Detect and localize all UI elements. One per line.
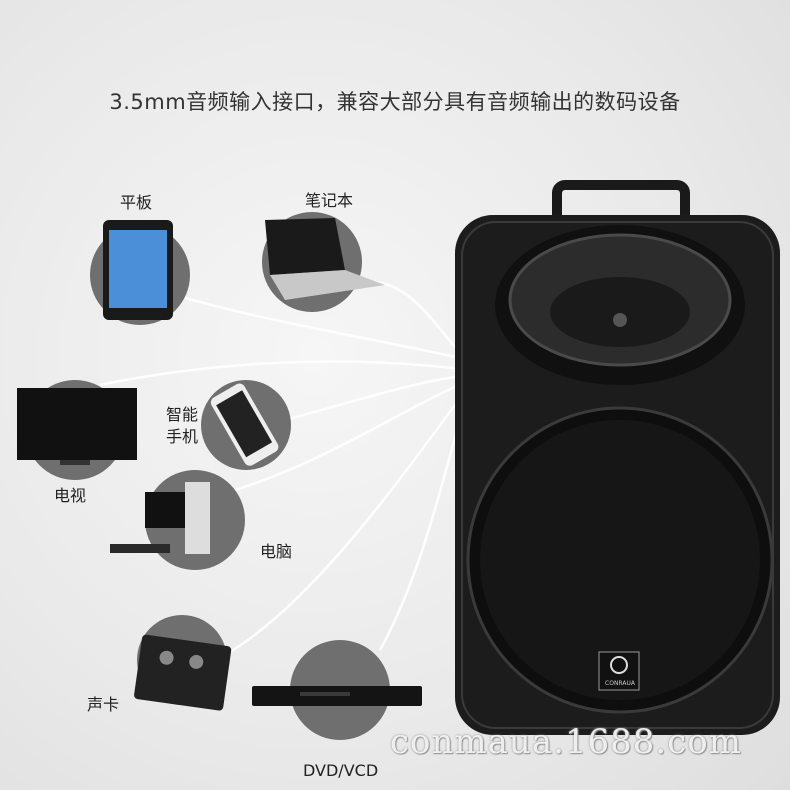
speaker (455, 180, 780, 735)
smartphone-icon (201, 380, 291, 470)
label-tv: 电视 (54, 486, 87, 505)
sound-card-icon (134, 615, 232, 711)
watermark: conmaua.1688.com (390, 722, 742, 762)
label-dvd: DVD/VCD (303, 761, 379, 780)
headline: 3.5mm音频输入接口，兼容大部分具有音频输出的数码设备 (109, 90, 681, 114)
laptop-icon (262, 212, 385, 312)
label-sound-card: 声卡 (87, 695, 120, 714)
label-tablet: 平板 (120, 193, 153, 212)
dvd-player-icon (252, 640, 422, 740)
desktop-computer-icon (110, 470, 245, 570)
tv-icon (17, 380, 137, 480)
label-desktop: 电脑 (260, 542, 293, 561)
label-smartphone: 智能手机 (166, 405, 199, 446)
tablet-icon (90, 220, 190, 325)
brand-logo: CONRAUA (605, 680, 635, 687)
audio-cables (99, 280, 472, 657)
label-laptop: 笔记本 (305, 191, 354, 210)
